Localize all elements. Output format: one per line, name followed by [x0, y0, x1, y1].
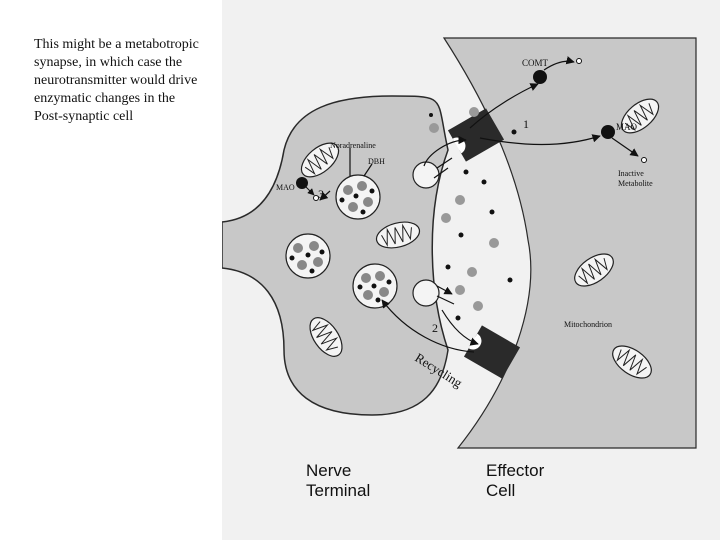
fusing-vesicle	[412, 161, 440, 189]
caption-line: neurotransmitter would drive	[34, 73, 198, 88]
caption-line: synapse, in which case the	[34, 55, 183, 70]
caption-line: enzymatic changes in the	[34, 91, 176, 106]
arrow	[305, 186, 315, 196]
step-3-label: 3	[318, 187, 324, 201]
arrows	[319, 56, 639, 353]
neurotransmitter-particles	[429, 107, 517, 321]
synapse-diagram-svg: COMT MAO Inactive Metabolite Mitochondri…	[222, 0, 720, 540]
caption-line: Post-synaptic cell	[34, 109, 134, 124]
nerve-terminal-label: Nerve	[306, 461, 351, 480]
vesicle	[285, 233, 331, 279]
mao-terminal-label: MAO	[276, 183, 295, 192]
step-1-label: 1	[523, 117, 529, 131]
effector-cell-label: Cell	[486, 481, 515, 500]
inactive-metabolite-label: Metabolite	[618, 179, 653, 188]
mitochondrion-label: Mitochondrion	[564, 320, 612, 329]
vesicle	[352, 263, 398, 309]
inactive-metabolite-label: Inactive	[618, 169, 644, 178]
step-2-label: 2	[432, 321, 438, 335]
effector-cell-label: Effector	[486, 461, 545, 480]
metabolite	[641, 157, 647, 163]
metabolite	[576, 58, 582, 64]
nerve-terminal-label: Terminal	[306, 481, 370, 500]
metabolite	[313, 195, 319, 201]
comt-enzyme	[533, 70, 547, 84]
mao-enzyme	[296, 177, 308, 189]
mao-enzyme	[601, 125, 615, 139]
synapse-diagram: COMT MAO Inactive Metabolite Mitochondri…	[222, 0, 720, 540]
comt-label: COMT	[522, 58, 549, 68]
caption-line: This might be a metabotropic	[34, 37, 199, 52]
dbh-label: DBH	[368, 157, 385, 166]
caption-text: This might be a metabotropic synapse, in…	[34, 36, 234, 126]
nerve-terminal	[222, 95, 449, 416]
vesicle	[335, 174, 381, 220]
noradrenaline-label: Noradrenaline	[330, 141, 376, 150]
mao-label: MAO	[616, 122, 638, 132]
effector-cell	[442, 37, 697, 449]
fusing-vesicle	[412, 279, 440, 307]
